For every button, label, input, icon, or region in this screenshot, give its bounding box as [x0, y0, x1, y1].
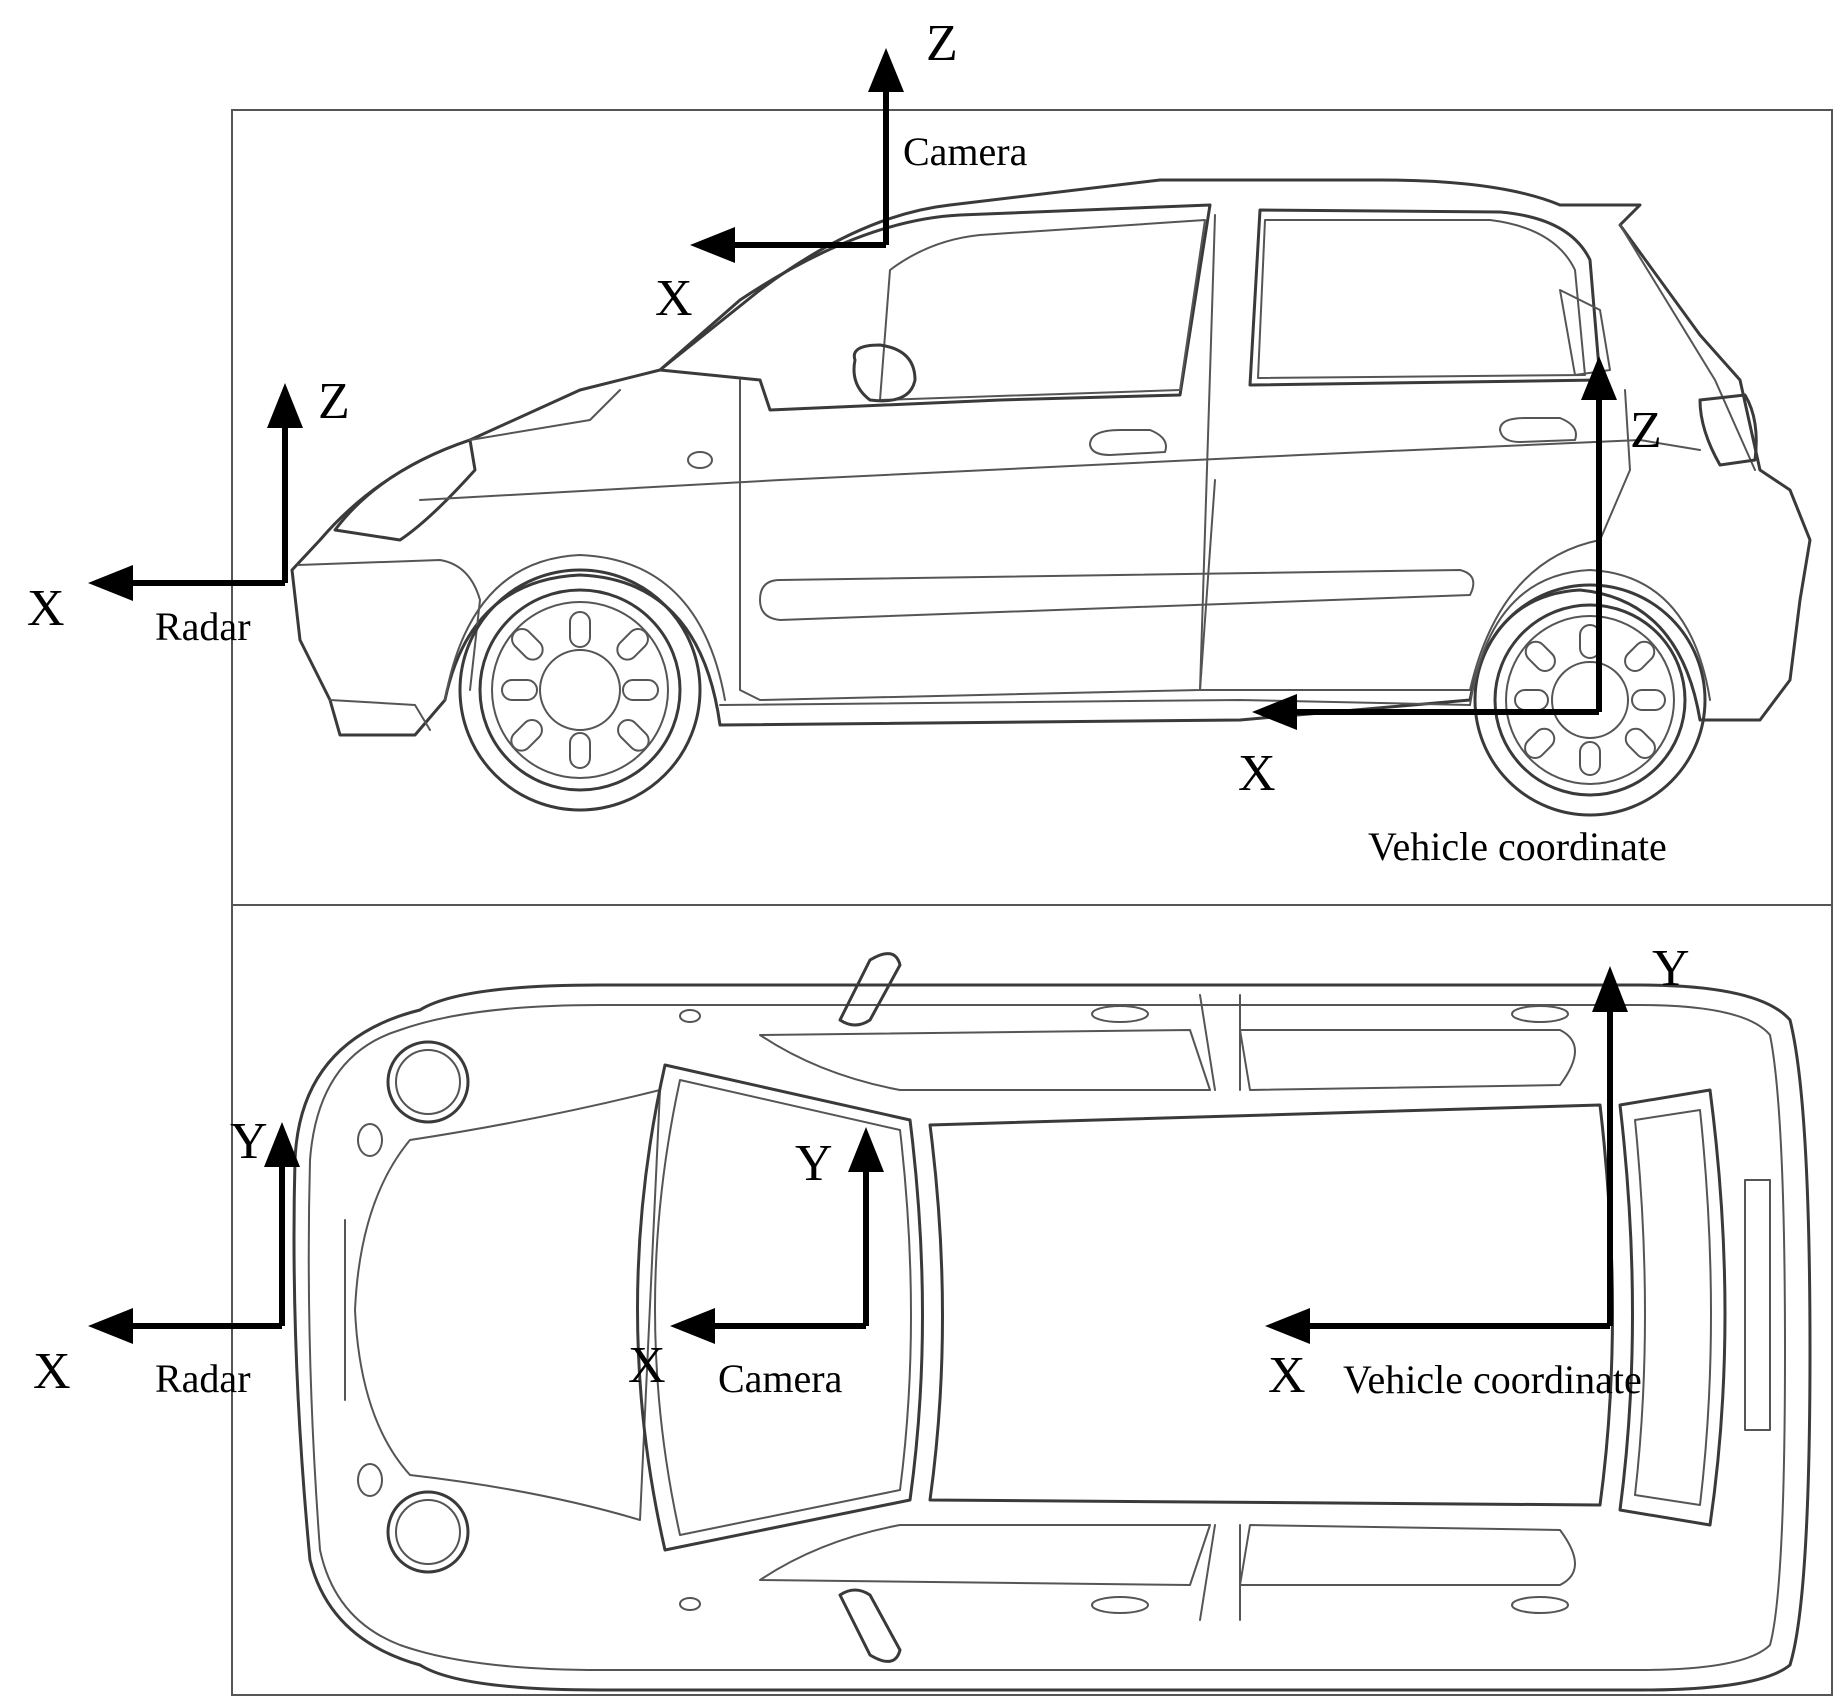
- side-vehicle-frame: [1252, 356, 1617, 730]
- side-car-front-door: [739, 214, 1216, 701]
- top-car-left-windows: [759, 1029, 1211, 1091]
- side-car-tail-light: [1698, 393, 1758, 467]
- side-vehicle-z-label: Z: [1630, 402, 1662, 459]
- side-car-front-wheel: [458, 568, 702, 812]
- side-camera-frame: [690, 48, 904, 263]
- top-radar-name: Radar: [155, 1356, 251, 1401]
- top-vehicle-y-label: Y: [1652, 940, 1690, 997]
- side-radar-name: Radar: [155, 604, 251, 649]
- side-car-quarter-window: [1559, 289, 1611, 376]
- side-radar-x-label: X: [27, 580, 65, 637]
- top-car-rear-window: [1618, 1088, 1727, 1527]
- side-car-rear-handle: [1499, 417, 1577, 443]
- panel-frames: [231, 109, 1833, 1696]
- top-view-car: [292, 952, 1812, 1692]
- top-car-headlights: [357, 1040, 470, 1574]
- side-radar-z-label: Z: [318, 373, 350, 430]
- top-vehicle-x-label: X: [1268, 1347, 1306, 1404]
- side-vehicle-x-label: X: [1238, 745, 1276, 802]
- side-car-rear-wheel: [1473, 583, 1707, 817]
- top-car-left-mirror: [838, 952, 902, 1027]
- top-camera-y-label: Y: [795, 1135, 833, 1192]
- side-view-car: [290, 178, 1812, 817]
- side-view-frame: [231, 109, 1833, 906]
- side-vehicle-name: Vehicle coordinate: [1368, 824, 1667, 869]
- top-car-right-mirror: [838, 1588, 902, 1663]
- side-radar-frame: [88, 383, 303, 601]
- side-camera-name: Camera: [903, 129, 1028, 174]
- top-radar-y-label: Y: [230, 1113, 268, 1170]
- side-camera-x-label: X: [655, 270, 693, 327]
- top-vehicle-frame: [1265, 966, 1628, 1344]
- top-view-frame: [231, 904, 1833, 1696]
- side-car-mirror: [852, 343, 917, 403]
- side-car-rear-window: [1248, 208, 1602, 387]
- side-car-windshield: [658, 203, 1212, 412]
- top-camera-name: Camera: [718, 1356, 843, 1401]
- side-camera-z-label: Z: [926, 15, 958, 72]
- top-car-windshield: [636, 1063, 924, 1552]
- top-car-hood: [354, 1089, 661, 1521]
- top-camera-x-label: X: [628, 1337, 666, 1394]
- side-car-rear-door: [1199, 389, 1631, 691]
- side-car-front-window: [879, 219, 1206, 401]
- top-car-roof: [928, 1103, 1614, 1507]
- top-radar-x-label: X: [33, 1343, 71, 1400]
- top-radar-frame: [88, 1122, 300, 1344]
- side-car-marker: [687, 451, 713, 469]
- top-vehicle-name: Vehicle coordinate: [1343, 1357, 1642, 1402]
- side-car-front-handle: [1089, 429, 1167, 456]
- top-car-body-outline: [292, 983, 1812, 1692]
- top-car-right-windows: [759, 1524, 1211, 1586]
- side-car-side-trim: [759, 569, 1475, 621]
- top-camera-frame: [670, 1127, 884, 1344]
- side-car-body-outline: [290, 178, 1812, 737]
- side-car-headlight: [333, 438, 477, 542]
- side-car-front-bumper: [297, 559, 481, 691]
